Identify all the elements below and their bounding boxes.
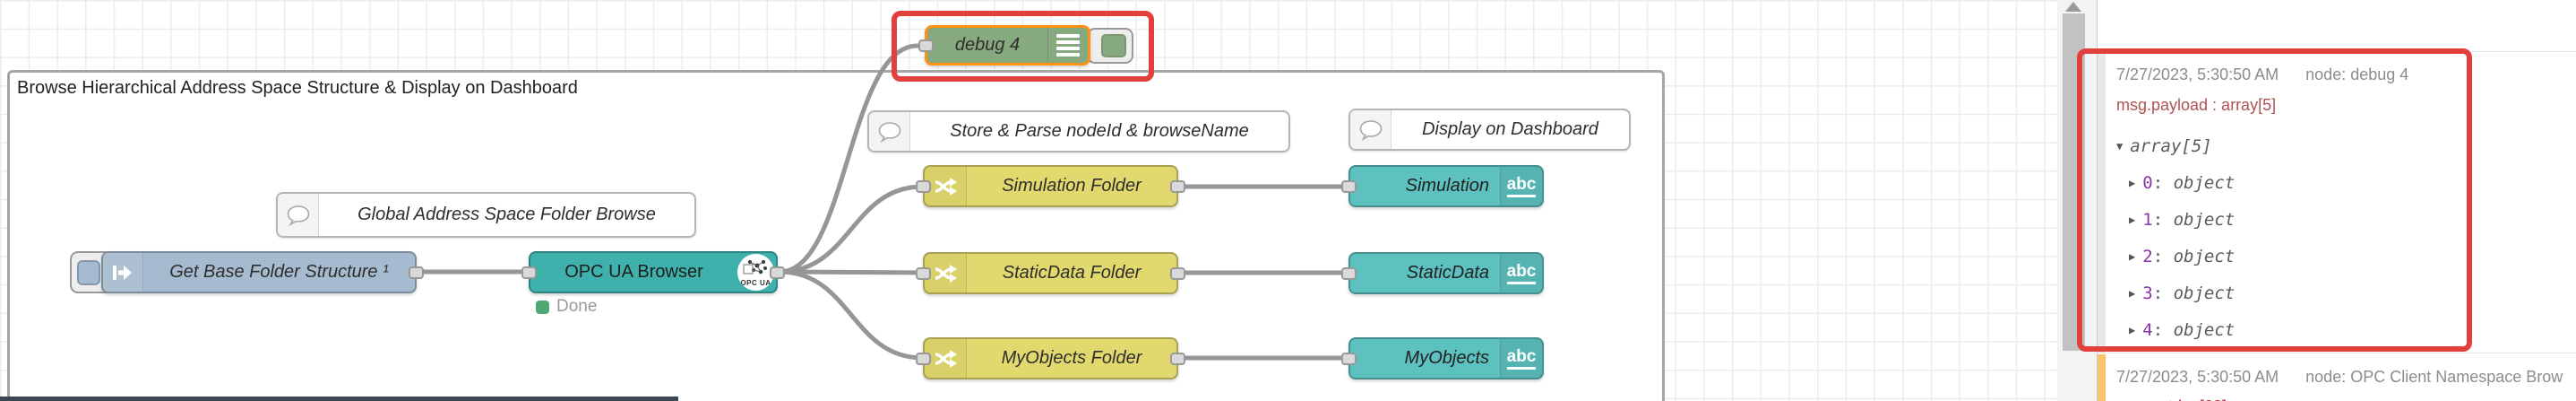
abc-icon: abc xyxy=(1500,167,1542,205)
caret-right-icon[interactable]: ▶ xyxy=(2129,213,2136,226)
scroll-up-arrow-icon[interactable] xyxy=(2065,2,2081,12)
comment-node-store-parse[interactable]: Store & Parse nodeId & browseName xyxy=(867,110,1290,153)
output-port[interactable] xyxy=(409,266,424,279)
output-port[interactable] xyxy=(770,266,785,279)
inject-node[interactable]: Get Base Folder Structure ¹ xyxy=(101,251,424,293)
source-node: node: OPC Client Namespace Brow xyxy=(2305,368,2563,386)
debug-message: 7/27/2023, 5:30:50 AM node: debug 4 msg.p… xyxy=(2098,51,2576,353)
tree-item-row[interactable]: ▶2: object xyxy=(2129,246,2236,266)
output-port[interactable] xyxy=(1170,266,1185,280)
debug-message-meta: 7/27/2023, 5:30:50 AM node: debug 4 xyxy=(2116,65,2576,84)
ui-text-node-simulation[interactable]: Simulation abc xyxy=(1341,165,1544,207)
switch-icon xyxy=(925,254,967,292)
timestamp: 7/27/2023, 5:30:50 AM xyxy=(2116,368,2279,386)
switch-icon xyxy=(925,339,967,378)
status-dot-icon xyxy=(536,300,549,314)
source-node: node: debug 4 xyxy=(2305,65,2409,83)
switch-icon xyxy=(925,167,967,205)
tree-item-row[interactable]: ▶1: object xyxy=(2129,209,2236,230)
wire[interactable] xyxy=(777,269,926,361)
output-port[interactable] xyxy=(1170,179,1185,193)
status-text: Done xyxy=(556,297,598,316)
bottom-edge-strip xyxy=(0,397,678,401)
ui-text-node-myobjects[interactable]: MyObjects abc xyxy=(1341,337,1544,379)
input-port[interactable] xyxy=(1341,266,1357,280)
input-port[interactable] xyxy=(916,266,931,280)
payload-tree: ▼array[5] ▶0: object ▶1: object ▶2: obje… xyxy=(2116,127,2576,348)
opcua-logo-icon: OPC UA xyxy=(737,254,774,291)
ui-text-label: StaticData xyxy=(1406,263,1489,283)
comment-bubble-icon xyxy=(278,194,319,236)
input-port[interactable] xyxy=(1341,179,1357,193)
caret-down-icon[interactable]: ▼ xyxy=(2116,139,2124,153)
tree-root-row[interactable]: ▼array[5] xyxy=(2116,135,2212,156)
caret-right-icon[interactable]: ▶ xyxy=(2129,249,2136,263)
timestamp: 7/27/2023, 5:30:50 AM xyxy=(2116,65,2279,83)
comment-label: Store & Parse nodeId & browseName xyxy=(950,121,1249,141)
output-port[interactable] xyxy=(1170,352,1185,365)
annotation-box-debug-node xyxy=(892,11,1154,82)
inject-label: Get Base Folder Structure ¹ xyxy=(169,262,389,282)
debug-sidebar: 7/27/2023, 5:30:50 AM node: debug 4 msg.p… xyxy=(2057,0,2576,401)
opcua-browser-node[interactable]: OPC UA Browser OPC UA xyxy=(521,251,785,293)
caret-right-icon[interactable]: ▶ xyxy=(2129,323,2136,336)
message-property: msg : string[22] xyxy=(2116,397,2576,401)
caret-right-icon[interactable]: ▶ xyxy=(2129,176,2136,189)
debug-label: debug 4 xyxy=(954,35,1021,55)
debug-message: 7/27/2023, 5:30:50 AM node: OPC Client Na… xyxy=(2098,354,2576,401)
comment-bubble-icon xyxy=(1350,110,1391,149)
input-port[interactable] xyxy=(916,179,931,193)
inject-arrow-icon xyxy=(103,253,143,292)
debug-message-list: 7/27/2023, 5:30:50 AM node: debug 4 msg.p… xyxy=(2097,0,2576,401)
abc-icon: abc xyxy=(1500,339,1542,378)
input-port[interactable] xyxy=(521,266,537,279)
switch-node-staticdata[interactable]: StaticData Folder xyxy=(916,252,1185,294)
switch-node-simulation[interactable]: Simulation Folder xyxy=(916,165,1185,207)
tree-item-row[interactable]: ▶4: object xyxy=(2129,319,2236,340)
ui-text-node-staticdata[interactable]: StaticData abc xyxy=(1341,252,1544,294)
comment-label: Display on Dashboard xyxy=(1422,119,1598,139)
input-port[interactable] xyxy=(918,39,934,52)
switch-label: MyObjects Folder xyxy=(1001,348,1142,368)
comment-label: Global Address Space Folder Browse xyxy=(358,205,656,224)
opcua-badge-text: OPC UA xyxy=(740,279,771,287)
input-port[interactable] xyxy=(1341,352,1357,365)
switch-label: Simulation Folder xyxy=(1002,176,1142,196)
wire-layer xyxy=(416,43,1351,361)
tree-item-row[interactable]: ▶0: object xyxy=(2129,172,2236,193)
group-title: Browse Hierarchical Address Space Struct… xyxy=(17,78,578,98)
flow-canvas[interactable]: Browse Hierarchical Address Space Struct… xyxy=(0,0,2057,401)
opcua-browser-label: OPC UA Browser xyxy=(564,262,703,282)
tree-item-row[interactable]: ▶3: object xyxy=(2129,283,2236,303)
annotation-box-debug-output xyxy=(2077,48,2472,352)
comment-node-display-dashboard[interactable]: Display on Dashboard xyxy=(1348,109,1631,151)
switch-node-myobjects[interactable]: MyObjects Folder xyxy=(916,337,1185,379)
ui-text-label: Simulation xyxy=(1405,176,1489,196)
node-status: Done xyxy=(536,297,597,317)
abc-icon: abc xyxy=(1500,254,1542,292)
message-property: msg.payload : array[5] xyxy=(2116,96,2277,114)
input-port[interactable] xyxy=(916,352,931,365)
debug-node[interactable]: debug 4 xyxy=(918,25,1090,65)
ui-text-label: MyObjects xyxy=(1404,348,1489,368)
wire[interactable] xyxy=(777,184,926,275)
caret-right-icon[interactable]: ▶ xyxy=(2129,286,2136,300)
debug-list-icon xyxy=(1047,28,1088,63)
debug-message-meta: 7/27/2023, 5:30:50 AM node: OPC Client Na… xyxy=(2116,368,2576,387)
comment-node-global-browse[interactable]: Global Address Space Folder Browse xyxy=(276,192,696,238)
switch-label: StaticData Folder xyxy=(1002,263,1142,283)
comment-bubble-icon xyxy=(869,112,910,151)
